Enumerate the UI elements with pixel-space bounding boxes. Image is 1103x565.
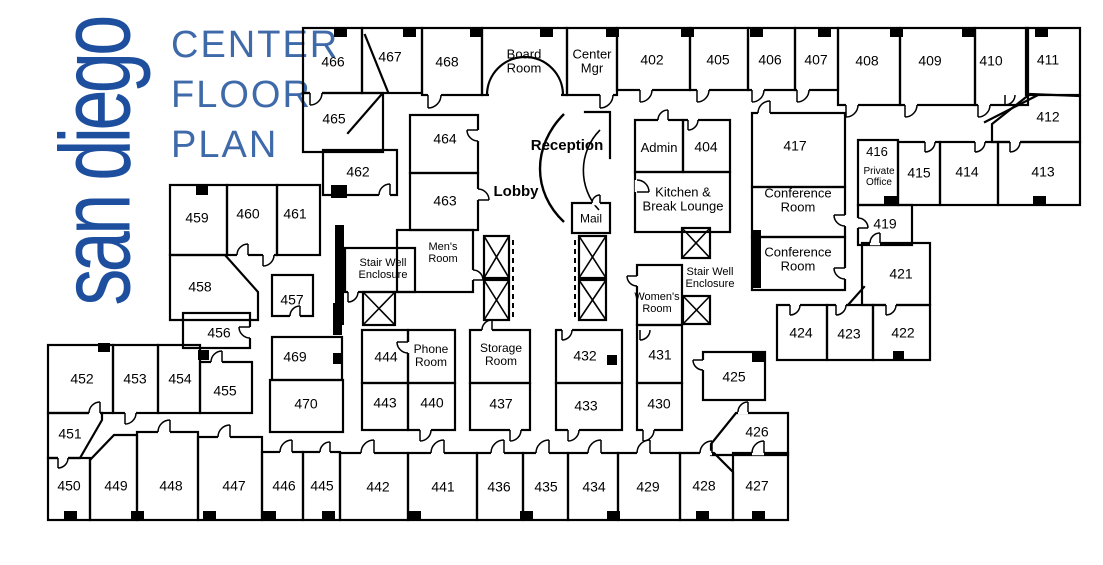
label-room-433: 433 [574,397,598,414]
label-room-411: 411 [1036,51,1060,68]
label-room-419: 419 [873,215,897,232]
label-room-414: 414 [955,163,979,180]
label-room-447: 447 [222,477,246,494]
label-room-466: 466 [321,53,345,70]
label-room-429: 429 [636,478,660,495]
label-room-408: 408 [855,52,879,69]
label-room-409: 409 [918,52,942,69]
label-room-423: 423 [837,325,861,342]
label-room-455: 455 [213,382,237,399]
label-room-427: 427 [745,477,769,494]
label-room-436: 436 [487,478,511,495]
label-reception: Reception [530,136,604,154]
label-room-468: 468 [435,53,459,70]
label-room-440: 440 [420,394,444,411]
label-room-460: 460 [236,205,260,222]
label-room-434: 434 [582,478,606,495]
label-room-441: 441 [431,478,455,495]
label-phone-room: Phone Room [413,341,449,369]
label-room-417: 417 [783,137,807,154]
label-room-453: 453 [123,370,147,387]
label-room-432: 432 [573,347,597,364]
label-room-448: 448 [159,477,183,494]
label-room-463: 463 [433,192,457,209]
label-room-464: 464 [433,130,457,147]
label-room-405: 405 [706,51,730,68]
label-mail: Mail [579,211,603,226]
plan-title: CENTER FLOOR PLAN [171,20,339,170]
label-admin: Admin [640,139,678,155]
label-room-456: 456 [207,324,231,341]
label-room-450: 450 [57,477,81,494]
door-arcs [57,87,1021,469]
label-kitchen-break-lounge: Kitchen & Break Lounge [642,184,724,214]
label-room-443: 443 [373,394,397,411]
label-room-421: 421 [889,265,913,282]
label-room-461: 461 [283,205,307,222]
label-room-444: 444 [374,348,398,365]
label-room-422: 422 [891,324,915,341]
label-room-413: 413 [1031,163,1055,180]
label-womens-room: Women's Room [634,290,680,315]
label-room-426: 426 [745,423,769,440]
label-mens-room: Men's Room [428,240,458,265]
elevator-hatching [362,227,711,326]
label-conference-room-1: Conference Room [764,185,832,215]
label-room-402: 402 [640,51,664,68]
label-room-442: 442 [366,478,390,495]
label-room-449: 449 [104,477,128,494]
wall-fills [64,28,1048,520]
label-room-457: 457 [280,291,304,308]
label-room-462: 462 [346,163,370,180]
label-room-424: 424 [789,324,813,341]
label-storage-room: Storage Room [479,340,523,368]
label-conference-room-2: Conference Room [764,244,832,274]
label-room-416: 416 [866,143,888,159]
label-room-431: 431 [648,346,672,363]
label-center-mgr: Center Mgr [572,46,612,76]
label-stairwell-right: Stair Well Enclosure [685,265,735,290]
label-board-room: Board Room [506,46,542,76]
label-private-office: Private Office [863,166,895,188]
label-room-430: 430 [647,395,671,412]
label-stairwell-left: Stair Well Enclosure [358,256,408,281]
label-room-452: 452 [70,370,94,387]
label-room-410: 410 [979,52,1003,69]
label-room-437: 437 [489,395,513,412]
plan-title-line-2: FLOOR [171,74,312,116]
label-room-467: 467 [378,48,402,65]
label-lobby: Lobby [493,182,539,200]
label-room-446: 446 [272,477,296,494]
label-room-412: 412 [1036,108,1060,125]
label-room-469: 469 [283,348,307,365]
label-room-459: 459 [185,209,209,226]
label-room-425: 425 [722,368,746,385]
label-room-454: 454 [168,370,192,387]
label-room-415: 415 [907,164,931,181]
label-room-404: 404 [694,138,718,155]
curved-walls [485,55,601,223]
label-room-407: 407 [804,51,828,68]
elevator-door-dashes [512,240,576,318]
label-room-435: 435 [534,478,558,495]
label-room-445: 445 [310,477,334,494]
plan-title-line-3: PLAN [171,124,279,166]
plan-title-line-1: CENTER [171,24,340,66]
label-room-458: 458 [188,278,212,295]
label-room-465: 465 [322,110,346,127]
label-room-428: 428 [692,477,716,494]
label-room-406: 406 [758,51,782,68]
label-room-470: 470 [294,395,318,412]
label-room-451: 451 [58,425,82,442]
